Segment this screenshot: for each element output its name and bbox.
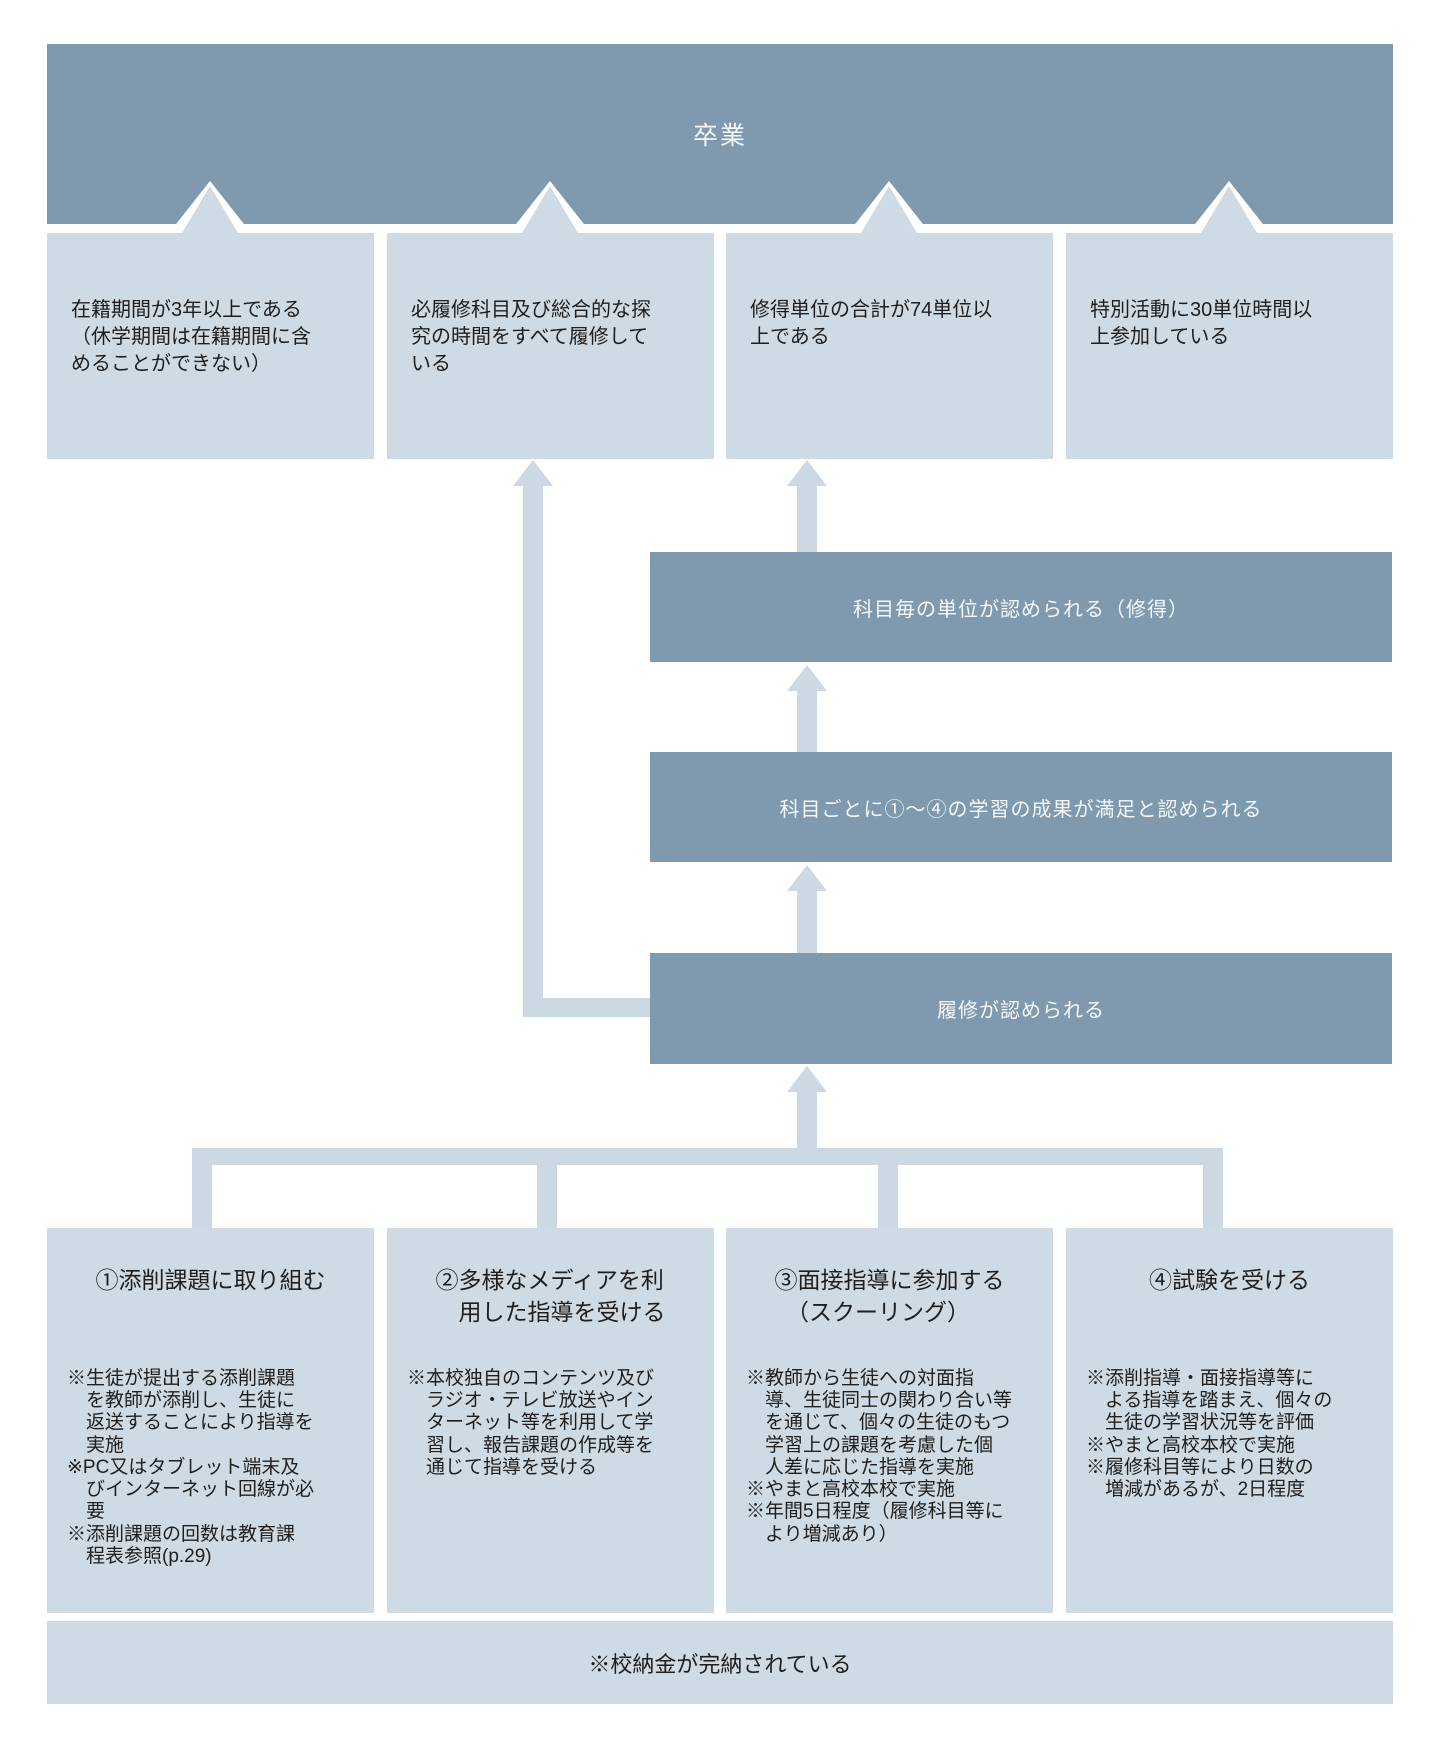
graduation-banner-label: 卒業 <box>692 122 747 150</box>
activity-title-2: ②多様なメディアを利 用した指導を受ける <box>387 1264 714 1328</box>
graduation-banner: 卒業 <box>47 44 1393 224</box>
activity-notes-1: ※生徒が提出する添削課題 を教師が添削し、生徒に 返送することにより指導を 実施… <box>67 1368 360 1568</box>
activity-title-1: ①添削課題に取り組む <box>47 1264 374 1296</box>
arrow-shaft-3 <box>797 1090 817 1148</box>
note-item: ※やまと高校本校で実施 <box>1086 1434 1296 1456</box>
note-item: ※添削課題の回数は教育課 程表参照(p.29) <box>67 1523 296 1567</box>
note-item: ※本校独自のコンテンツ及び ラジオ・テレビ放送やイン ターネット等を利用して学 … <box>407 1368 655 1478</box>
arrow-up-to-completion-icon <box>787 1066 827 1092</box>
note-item: ※生徒が提出する添削課題 を教師が添削し、生徒に 返送することにより指導を 実施 <box>67 1368 314 1456</box>
note-item: ※履修科目等により日数の 増減があるが、2日程度 <box>1086 1456 1314 1501</box>
step-box-course-completion: 履修が認められる <box>650 953 1392 1064</box>
activity-title-3: ③面接指導に参加する （スクーリング） <box>726 1264 1053 1328</box>
arrow-up-to-results-icon <box>787 865 827 891</box>
footer-payment-note-bar: ※校納金が完納されている <box>47 1621 1393 1704</box>
banner-notch-4 <box>1201 186 1257 233</box>
banner-notch-1 <box>182 186 238 233</box>
activity-title-text-1: ①添削課題に取り組む <box>95 1267 326 1293</box>
drop-connector-3 <box>878 1165 898 1229</box>
note-item: ※教師から生徒への対面指 導、生徒同士の関わり合い等 を通じて、個々の生徒のもつ… <box>746 1368 1013 1478</box>
step-label-course-completion: 履修が認められる <box>937 1000 1105 1022</box>
arrow-shaft-2 <box>797 889 817 953</box>
condition-box-special-activities: 特別活動に30単位時間以 上参加している <box>1066 233 1393 459</box>
drop-connector-4 <box>1203 1165 1223 1229</box>
arrow-shaft-1 <box>797 689 817 752</box>
condition-box-74-credits: 修得単位の合計が74単位以 上である <box>726 233 1053 459</box>
activity-notes-3: ※教師から生徒への対面指 導、生徒同士の関わり合い等 を通じて、個々の生徒のもつ… <box>746 1368 1039 1546</box>
activity-box-correction-assignments: ①添削課題に取り組む ※生徒が提出する添削課題 を教師が添削し、生徒に 返送する… <box>47 1228 374 1613</box>
drop-connector-2 <box>537 1165 557 1229</box>
activity-title-text-3: ③面接指導に参加する （スクーリング） <box>774 1267 1005 1326</box>
condition-box-enrollment-period: 在籍期間が3年以上である （休学期間は在籍期間に含 めることができない） <box>47 233 374 459</box>
arrow-shaft-credits <box>797 484 817 552</box>
activity-box-media-instruction: ②多様なメディアを利 用した指導を受ける ※本校独自のコンテンツ及び ラジオ・テ… <box>387 1228 714 1613</box>
arrow-up-to-74-credits-icon <box>787 460 827 486</box>
footer-payment-note: ※校納金が完納されている <box>588 1651 852 1677</box>
drop-connector-1 <box>192 1165 212 1229</box>
banner-notch-3 <box>861 186 917 233</box>
arrow-up-to-required-subjects-icon <box>513 460 553 486</box>
step-label-results-satisfactory: 科目ごとに①～④の学習の成果が満足と認められる <box>779 798 1263 821</box>
note-item: ※年間5日程度（履修科目等に より増減あり） <box>746 1501 1004 1545</box>
activity-box-schooling: ③面接指導に参加する （スクーリング） ※教師から生徒への対面指 導、生徒同士の… <box>726 1228 1053 1613</box>
activity-title-4: ④試験を受ける <box>1066 1264 1393 1296</box>
banner-notch-2 <box>522 186 578 233</box>
note-item: ※やまと高校本校で実施 <box>746 1479 956 1501</box>
activity-notes-4: ※添削指導・面接指導等に よる指導を踏まえ、個々の 生徒の学習状況等を評価 ※や… <box>1086 1368 1379 1501</box>
activity-title-text-2: ②多様なメディアを利 用した指導を受ける <box>435 1267 666 1326</box>
bus-connector <box>192 1148 1223 1165</box>
activity-title-text-4: ④試験を受ける <box>1149 1267 1310 1293</box>
arrow-up-to-credit-awarded-icon <box>787 665 827 691</box>
step-box-credit-awarded: 科目毎の単位が認められる（修得） <box>650 552 1392 662</box>
elbow-connector-horizontal <box>523 998 652 1017</box>
step-box-results-satisfactory: 科目ごとに①～④の学習の成果が満足と認められる <box>650 752 1392 862</box>
elbow-connector-vertical <box>523 484 543 1017</box>
note-item: ※添削指導・面接指導等に よる指導を踏まえ、個々の 生徒の学習状況等を評価 <box>1086 1368 1333 1434</box>
activity-box-examination: ④試験を受ける ※添削指導・面接指導等に よる指導を踏まえ、個々の 生徒の学習状… <box>1066 1228 1393 1613</box>
step-label-credit-awarded: 科目毎の単位が認められる（修得） <box>853 598 1189 621</box>
note-item: ※PC又はタブレット端末及 びインターネット回線が必 要 <box>67 1456 315 1523</box>
condition-box-required-subjects: 必履修科目及び総合的な探 究の時間をすべて履修して いる <box>387 233 714 459</box>
activity-notes-2: ※本校独自のコンテンツ及び ラジオ・テレビ放送やイン ターネット等を利用して学 … <box>407 1368 700 1479</box>
